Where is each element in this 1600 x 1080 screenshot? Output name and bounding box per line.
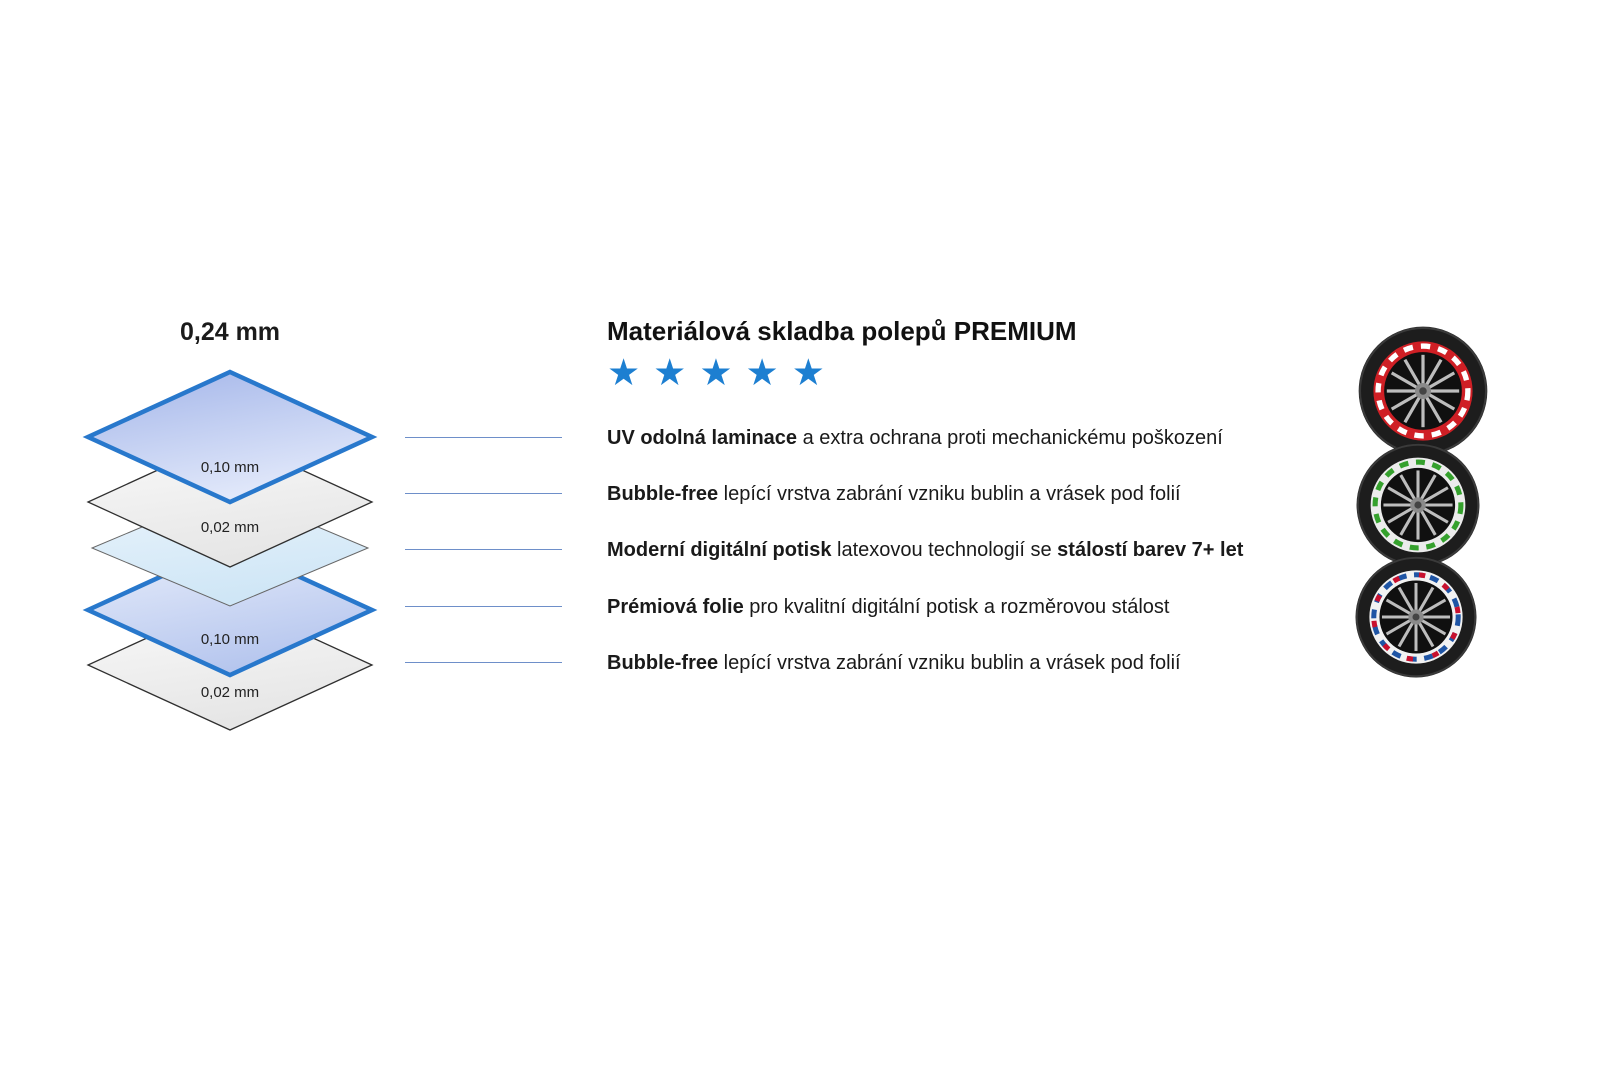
feature-keyword: Moderní digitální potisk: [607, 539, 832, 562]
feature-item: Bubble-free lepící vrstva zabrání vzniku…: [607, 649, 1307, 677]
feature-keyword: UV odolná laminace: [607, 427, 798, 449]
uv-laminate-layer: [82, 369, 378, 505]
layer-thickness-label: 0,10 mm: [201, 631, 259, 648]
feature-keyword: Bubble-free: [607, 483, 719, 506]
star-rating: ★★★★★: [607, 354, 838, 391]
layer-thickness-label: 0,02 mm: [201, 519, 259, 536]
feature-text: a extra ochrana proti mechanickému poško…: [797, 427, 1223, 449]
wheel-green-rim-icon: [1356, 443, 1480, 567]
feature-keyword: stálostí barev 7+ let: [1057, 539, 1244, 562]
connector-line: [405, 549, 562, 551]
feature-item: UV odolná laminace a extra ochrana proti…: [607, 424, 1307, 452]
feature-keyword: Prémiová folie: [607, 595, 744, 618]
star-icon: ★: [791, 352, 838, 393]
total-thickness-label: 0,24 mm: [179, 318, 281, 346]
star-icon: ★: [745, 352, 792, 393]
feature-text: latexovou technologií se: [831, 539, 1058, 562]
premium-film-layer: [82, 542, 378, 678]
star-icon: ★: [699, 352, 746, 393]
feature-text: pro kvalitní digitální potisk a rozměrov…: [743, 595, 1170, 618]
wheel-red-rim-icon: [1358, 326, 1488, 456]
feature-item: Bubble-free lepící vrstva zabrání vzniku…: [607, 480, 1307, 508]
connector-line: [405, 661, 562, 663]
layer-thickness-label: 0,10 mm: [201, 459, 259, 476]
feature-text: lepící vrstva zabrání vzniku bublin a vr…: [718, 651, 1181, 674]
layer-stack-diagram: 0,10 mm 0,02 mm 0,10 mm 0,02 mm: [82, 369, 378, 731]
page-title: Materiálová skladba polepů PREMIUM: [607, 316, 1077, 346]
feature-item: Prémiová folie pro kvalitní digitální po…: [607, 593, 1307, 621]
connector-line: [405, 437, 562, 438]
connector-line: [405, 493, 562, 495]
feature-keyword: Bubble-free: [607, 651, 719, 674]
connector-line: [405, 605, 562, 607]
feature-item: Moderní digitální potisk latexovou techn…: [607, 536, 1307, 564]
star-icon: ★: [607, 352, 654, 393]
wheel-blue-red-rim-icon: [1355, 556, 1477, 678]
layer-thickness-label: 0,02 mm: [201, 684, 259, 701]
feature-text: lepící vrstva zabrání vzniku bublin a vr…: [718, 483, 1181, 506]
star-icon: ★: [653, 352, 700, 393]
